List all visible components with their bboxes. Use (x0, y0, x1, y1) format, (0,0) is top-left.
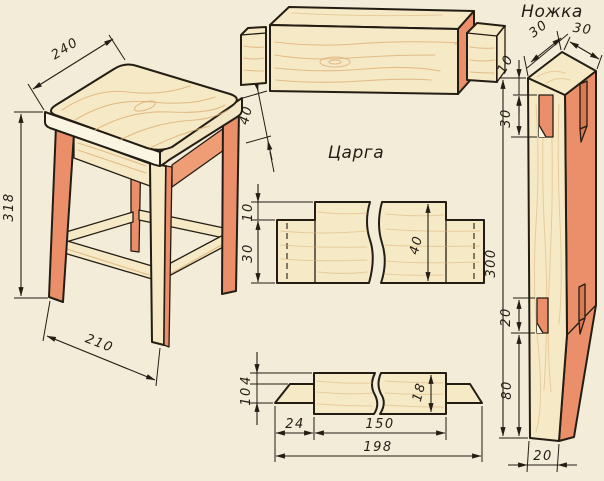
dim-value-20: 20 (499, 307, 514, 327)
tsarga-left-tenon (240, 26, 267, 86)
dim-stretcher-height: 18 (410, 374, 434, 413)
seat-edge-left (44, 111, 161, 167)
tsarga-label: Царга (328, 143, 384, 163)
dim-stretcher-left: 4 10 (239, 352, 312, 425)
stretcher-2d-view: 4 10 24 150 198 18 (239, 352, 483, 462)
dim-value-20: 20 (533, 449, 553, 464)
stool-front-leg (149, 162, 173, 348)
seat-grain (74, 96, 216, 121)
tsarga-right-half (378, 201, 485, 284)
leg-upper-side-slot (579, 80, 588, 143)
leg-lower-mortise (536, 297, 549, 334)
dim-value-318: 318 (2, 192, 17, 221)
dim-tsarga-board-height: 40 (407, 203, 431, 282)
dim-value-24: 24 (285, 417, 305, 432)
stretcher-right-tenon (445, 383, 483, 404)
dim-value-240: 240 (49, 35, 82, 63)
seat-grain (61, 85, 191, 111)
stool-back-left-stretcher (65, 211, 134, 243)
dim-stool-height: 318 (2, 111, 48, 299)
dim-seat-thickness: 40 (237, 71, 275, 173)
seat-edge-right (159, 97, 243, 167)
tsarga-right-tenon (466, 22, 506, 83)
dim-tsarga-tenon-offset: 10 30 (241, 184, 313, 284)
leg-lower-side-slot (578, 283, 586, 335)
stretcher-left-tenon (274, 383, 315, 404)
leg-3d-view: 30 30 10 30 20 80 300 (484, 17, 603, 473)
dim-leg-foot-width: 20 (508, 440, 577, 473)
dim-stretcher-bottom: 24 150 198 (274, 406, 483, 462)
dim-value-198: 198 (363, 440, 392, 455)
dim-value-80: 80 (500, 380, 515, 400)
dim-value-30: 30 (499, 108, 514, 128)
dim-value-40: 40 (407, 234, 427, 257)
apron-grain (77, 142, 147, 167)
tsarga-front-face (269, 24, 463, 95)
tsarga-2d-grain (280, 211, 481, 276)
dim-value-300: 300 (484, 248, 499, 277)
dim-value-150: 150 (365, 417, 394, 432)
stretcher-grain (169, 242, 226, 275)
dim-leg-top-width: 30 (563, 21, 603, 70)
dim-value-10: 10 (241, 202, 256, 222)
tsarga-top-grain (291, 12, 443, 17)
stool-right-leg (221, 110, 240, 295)
stool-isometric-view: 240 318 210 40 (2, 34, 275, 387)
dim-leg-left-chain: 10 30 20 80 300 (484, 52, 537, 439)
dim-value-40: 40 (237, 104, 256, 127)
dim-value-10: 10 (239, 386, 254, 406)
seat-grain (119, 109, 229, 141)
dim-value-4: 4 (239, 375, 254, 385)
nozhka-label: Ножка (521, 2, 583, 22)
tsarga-3d-view (240, 6, 506, 95)
seat-grain (94, 104, 226, 131)
tsarga-left-half (276, 201, 374, 284)
tsarga-2d-view: 10 30 40 (241, 184, 485, 284)
stretcher-grain (316, 380, 444, 408)
seat-grain (149, 125, 211, 149)
dim-base-width: 210 (42, 300, 161, 387)
seat-knot (133, 100, 157, 112)
leg-upper-mortise (538, 94, 554, 138)
apron-grain (77, 149, 147, 174)
stool-left-leg (48, 125, 75, 303)
dim-value-18: 18 (410, 381, 430, 404)
stretcher-grain (66, 248, 150, 276)
dim-value-30: 30 (241, 243, 256, 263)
dim-value-30: 30 (572, 21, 593, 39)
